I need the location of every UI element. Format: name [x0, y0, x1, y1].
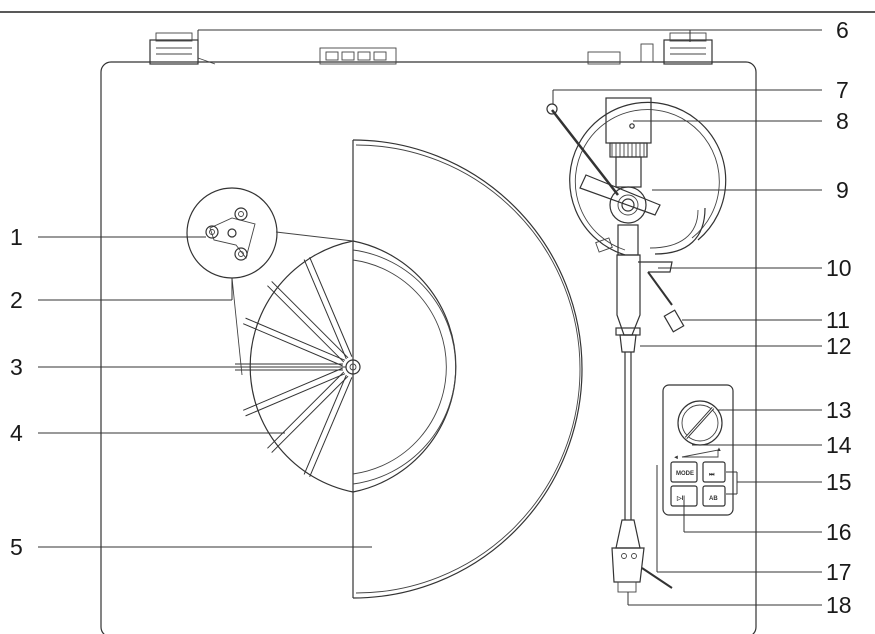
- leader-lines: [38, 29, 822, 606]
- callout-6: 6: [836, 17, 849, 43]
- play-pause-button-label: ▷II: [676, 495, 685, 502]
- callout-12: 12: [826, 333, 852, 359]
- callout-11: 11: [826, 307, 850, 333]
- callout-13: 13: [826, 397, 852, 423]
- platter-spoke-line: [245, 373, 346, 417]
- callout-9: 9: [836, 177, 849, 203]
- rear-connectors: [319, 47, 621, 65]
- ab-button-label: AB: [709, 496, 718, 502]
- platter-spoke-line: [309, 257, 353, 357]
- platter-spoke-line: [271, 281, 349, 359]
- volume-min-glyph: ◄: [673, 455, 679, 461]
- hinge-right: [640, 32, 713, 65]
- callout-18: 18: [826, 592, 852, 618]
- callout-14: 14: [826, 432, 852, 458]
- platter-spoke-line: [309, 377, 353, 477]
- callout-16: 16: [826, 519, 852, 545]
- platter-spoke-line: [267, 371, 345, 449]
- mode-button-label: MODE: [676, 471, 694, 477]
- ab-button[interactable]: AB: [702, 485, 726, 507]
- callout-7: 7: [836, 77, 849, 103]
- callout-1: 1: [10, 224, 23, 250]
- headshell: [611, 519, 673, 593]
- volume-knob[interactable]: [677, 400, 723, 446]
- callout-2: 2: [10, 287, 23, 313]
- platter-spoke-line: [243, 323, 343, 367]
- volume-max-glyph: ▲: [716, 447, 722, 453]
- callout-15: 15: [826, 469, 852, 495]
- platter-spokes: [235, 257, 353, 477]
- arm-lift-lever: [546, 103, 619, 196]
- callout-3: 3: [10, 354, 23, 380]
- mode-button[interactable]: MODE: [670, 461, 698, 483]
- record-dust-cover-half: [352, 139, 583, 599]
- platter-spoke-line: [271, 375, 349, 453]
- callout-4: 4: [10, 420, 23, 446]
- platter-spoke-line: [243, 367, 343, 411]
- hinge-left: [149, 32, 216, 65]
- callout-numbers: 1 2 3 4 5 6 7 8 9 10 11 12 13 14 15 16 1…: [10, 17, 852, 618]
- platter-spoke-line: [303, 374, 347, 475]
- tonearm: [615, 224, 641, 520]
- platter-spoke-line: [267, 285, 345, 363]
- callout-10: 10: [826, 255, 852, 281]
- callout-17: 17: [826, 559, 852, 585]
- turntable-body: [100, 61, 757, 634]
- counterweight: [605, 97, 652, 188]
- platter-spoke-line: [303, 259, 347, 360]
- control-panel: ◄ ▲ MODE ⏭ ▷II AB: [662, 384, 734, 516]
- callout-8: 8: [836, 108, 849, 134]
- callout-5: 5: [10, 534, 23, 560]
- tonearm-base: [569, 101, 727, 256]
- arm-rest: [638, 261, 685, 333]
- skip-button[interactable]: ⏭: [702, 461, 726, 483]
- platter-spoke-line: [245, 317, 346, 361]
- skip-button-label: ⏭: [709, 472, 715, 478]
- adapter-detail: [186, 187, 354, 376]
